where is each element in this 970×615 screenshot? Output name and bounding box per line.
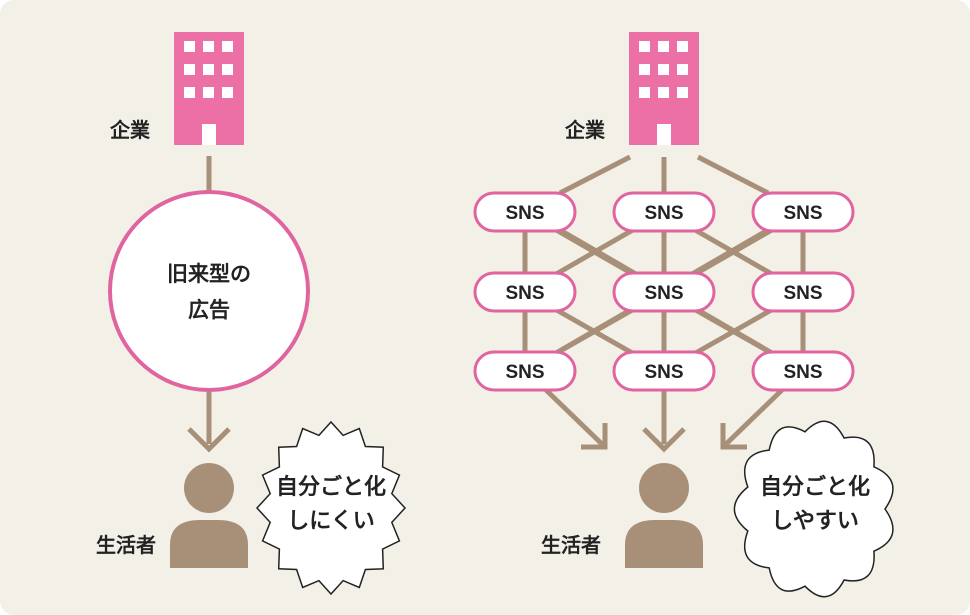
ad-label-line2: 広告 [188,298,230,322]
down-arrow-icon [187,392,231,453]
sns-label: SNS [783,203,822,224]
traditional-ad-node [108,190,310,392]
consumer-label: 生活者 [96,533,156,557]
arrows-to-consumer [543,387,785,453]
consumer-label: 生活者 [541,533,601,557]
sns-node: SNS [751,271,855,313]
company-label: 企業 [109,118,151,142]
sns-node: SNS [612,271,716,313]
sns-node: SNS [473,350,577,392]
left-panel: 企業 旧来型の 広告 生活者 自分ごと化 しにくい [96,32,407,596]
sns-label: SNS [644,362,683,383]
bubble-line2: しやすい [771,509,859,534]
sns-label: SNS [505,203,544,224]
speech-burst [255,420,407,596]
sns-node: SNS [473,191,577,233]
sns-node: SNS [473,271,577,313]
sns-label: SNS [644,203,683,224]
bubble-line2: しにくい [287,509,375,534]
sns-node: SNS [612,350,716,392]
building-icon [629,32,699,145]
building-icon [174,32,244,145]
sns-label: SNS [505,283,544,304]
sns-label: SNS [505,362,544,383]
person-icon [170,463,248,568]
bubble-line1: 自分ごと化 [276,474,386,500]
sns-label: SNS [644,283,683,304]
right-panel: 企業 [473,32,894,598]
ad-label-line1: 旧来型の [167,262,251,286]
speech-cloud [733,420,894,598]
bubble-line1: 自分ごと化 [760,474,870,500]
sns-node: SNS [751,191,855,233]
sns-node: SNS [612,191,716,233]
company-label: 企業 [564,118,606,142]
person-icon [625,463,703,568]
sns-label: SNS [783,283,822,304]
sns-label: SNS [783,362,822,383]
sns-node: SNS [751,350,855,392]
sns-network: SNS SNS SNS SNS SNS SNS SNS SNS SNS [473,191,855,392]
